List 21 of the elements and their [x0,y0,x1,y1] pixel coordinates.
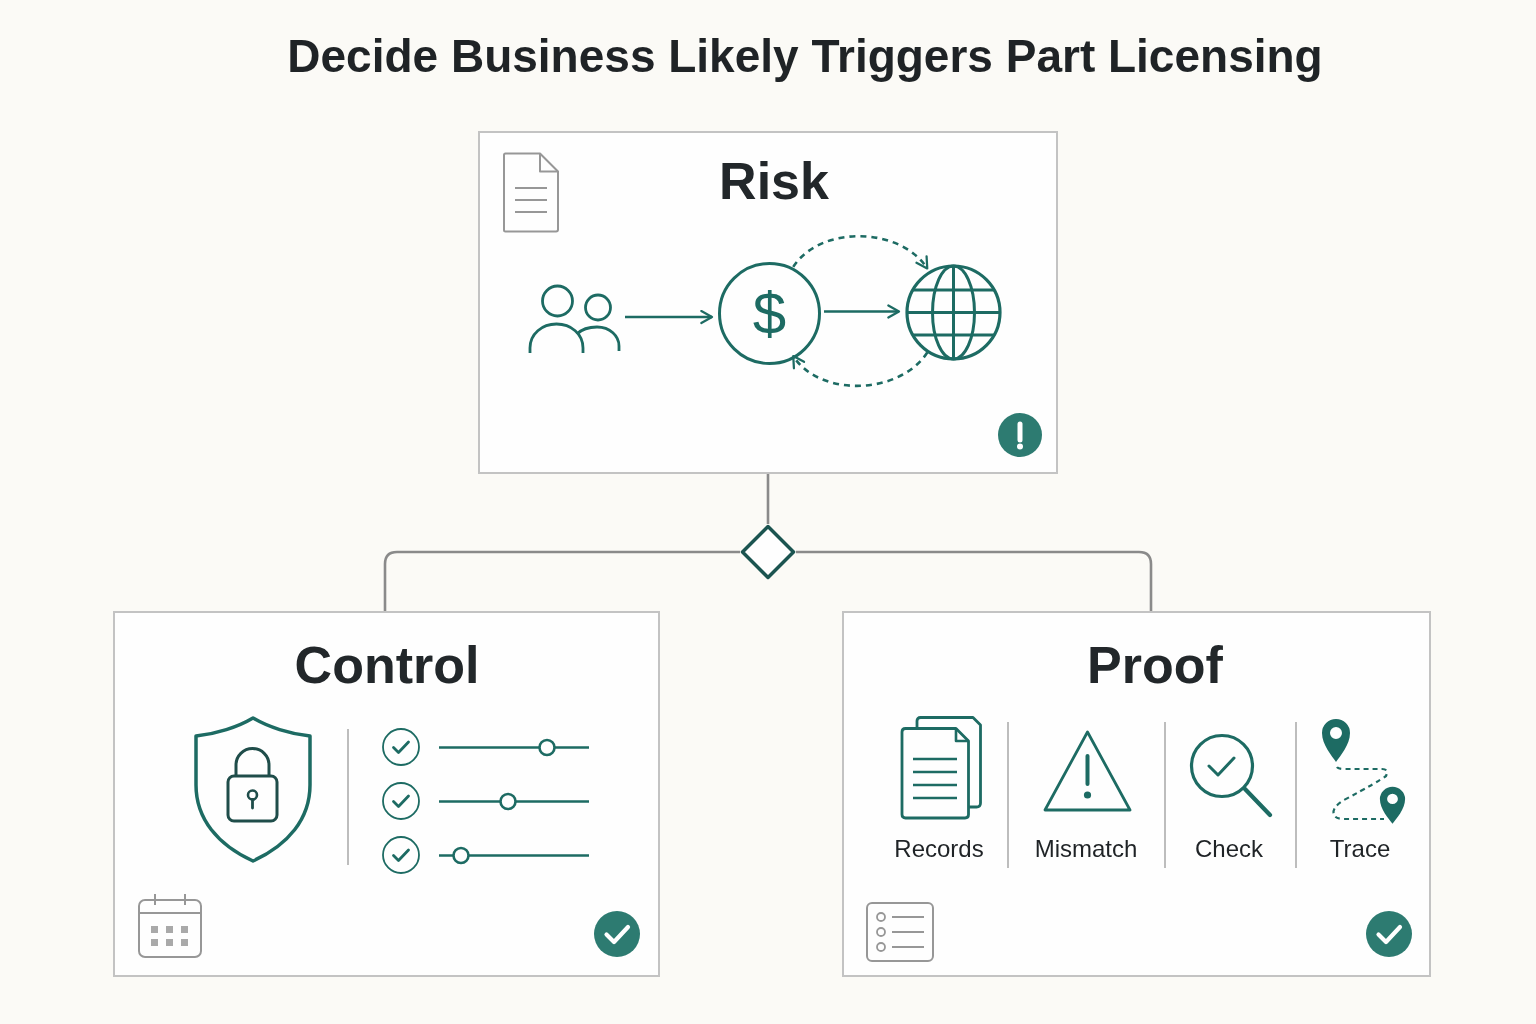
card-title: Control [294,635,480,695]
card [478,131,1058,474]
column-label: Check [1195,835,1263,863]
connector-line [383,550,740,611]
decision-diamond [740,524,796,580]
card [113,611,660,977]
column-label: Records [894,835,984,863]
column-label: Mismatch [1034,835,1138,863]
card-title: Risk [719,151,829,211]
globe-icon [905,264,1002,361]
connector-line [796,550,1153,611]
people-icon [527,284,622,354]
arrow [824,304,901,319]
diagram-title: Decide Business Likely Triggers Part Licensing [287,29,1323,84]
card [842,611,1431,977]
dashed-arrow [792,351,929,388]
arrow [625,309,714,325]
column-label: Trace [1329,835,1391,863]
card-title: Proof [1087,635,1223,695]
dashed-arrow [792,234,929,270]
connector-line [766,474,770,524]
